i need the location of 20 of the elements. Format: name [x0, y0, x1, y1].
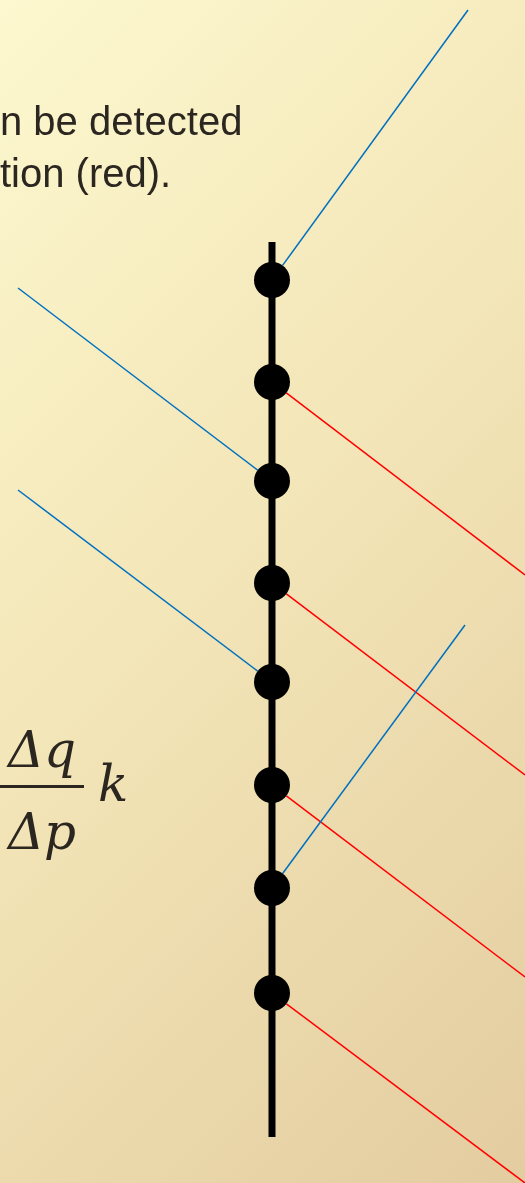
event-dot	[254, 463, 290, 499]
light-ray	[281, 624, 466, 875]
light-ray	[285, 1003, 525, 1183]
light-ray	[285, 795, 525, 978]
event-dot	[254, 767, 290, 803]
event-dot	[254, 262, 290, 298]
event-dot	[254, 565, 290, 601]
formula-numerator: Δq	[5, 720, 78, 781]
formula-variable: k	[97, 754, 130, 815]
light-ray	[17, 287, 259, 471]
caption-text: n be detected tion (red).	[0, 98, 244, 197]
event-dot	[254, 975, 290, 1011]
event-dot	[254, 364, 290, 400]
formula-denominator: Δp	[5, 802, 78, 863]
event-dot	[254, 870, 290, 906]
light-ray	[281, 9, 469, 267]
event-dot	[254, 664, 290, 700]
light-ray	[285, 593, 525, 776]
light-ray	[285, 392, 525, 576]
light-ray	[17, 489, 259, 672]
